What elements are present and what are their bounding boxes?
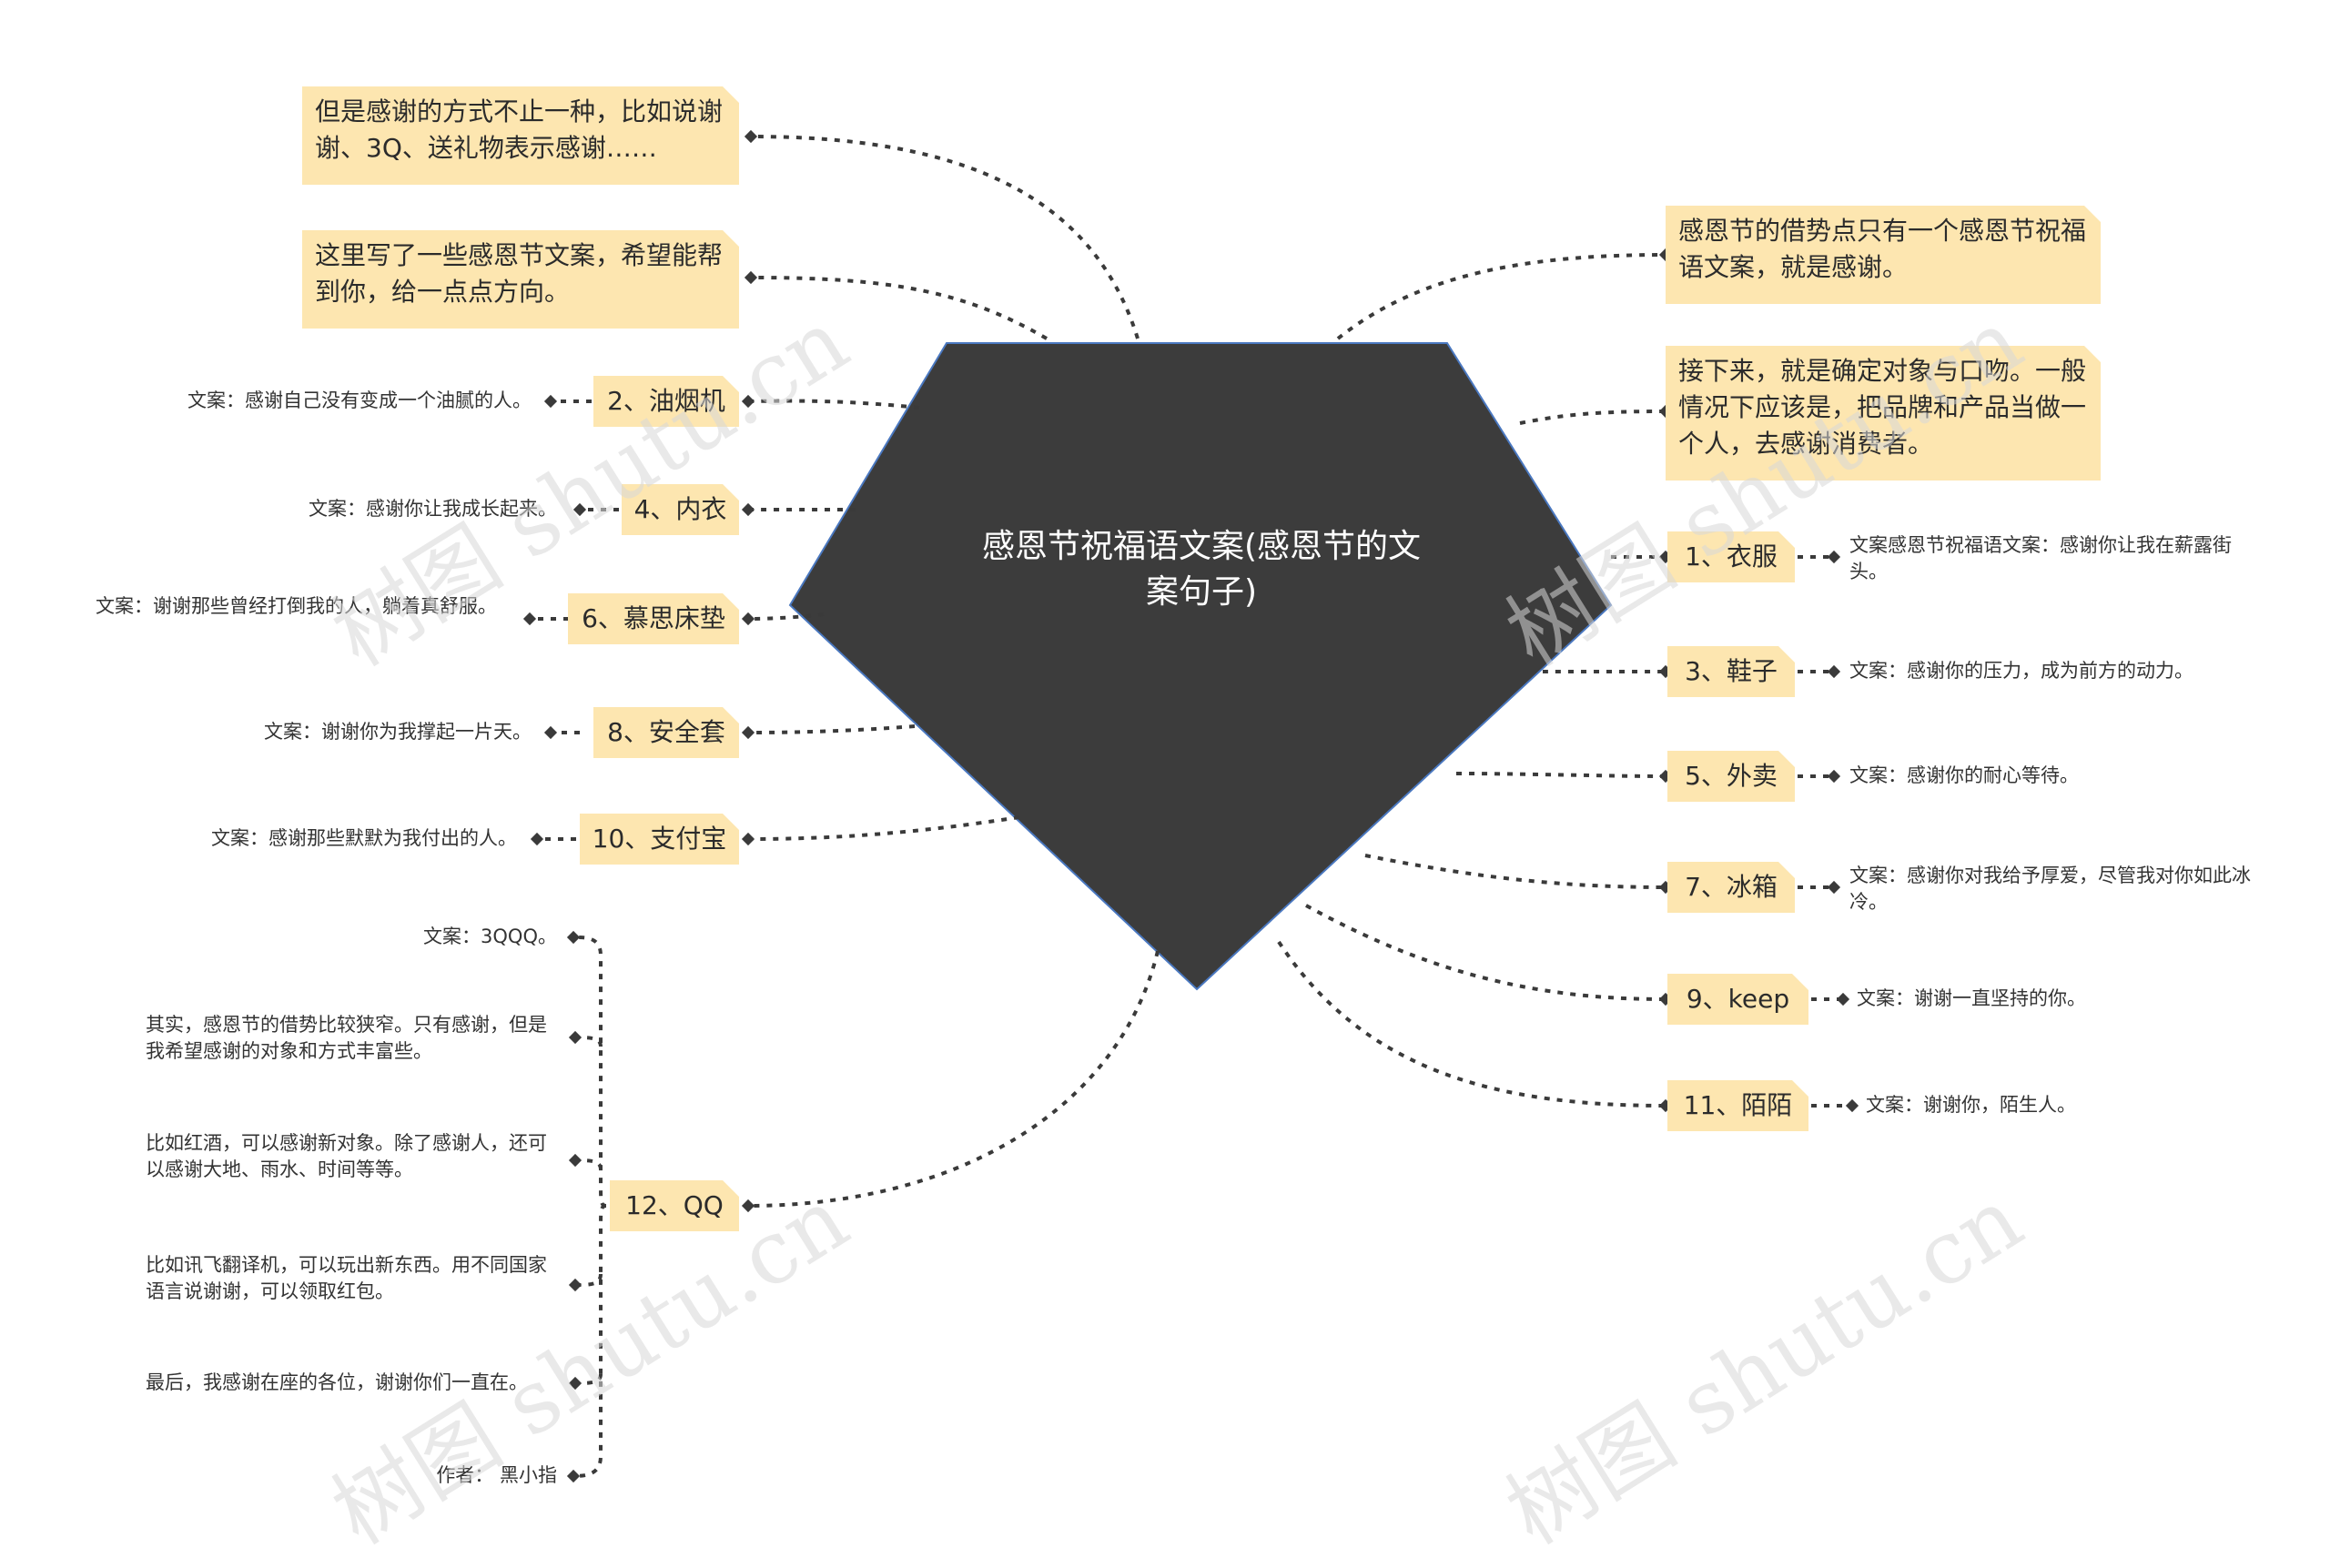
leaf-item-3: 文案：感谢你的压力，成为前方的动力。 [1849, 660, 2193, 682]
dot [566, 1469, 581, 1483]
node-item-2[interactable]: 2、油烟机 [593, 376, 739, 427]
dot [741, 1199, 755, 1213]
center-node-title[interactable]: 感恩节祝福语文案(感恩节的文案句子) [981, 528, 1422, 611]
left-connectors [530, 135, 1160, 1478]
leaf-item-11: 文案：谢谢你，陌生人。 [1866, 1094, 2076, 1116]
dot [744, 129, 758, 144]
left-note-1[interactable]: 但是感谢的方式不止一种，比如说谢谢、3Q、送礼物表示感谢…… [302, 86, 739, 185]
node-item-5[interactable]: 5、外卖 [1667, 751, 1795, 802]
leaf-item-6: 文案：谢谢那些曾经打倒我的人，躺着真舒服。 [96, 595, 497, 617]
connector-item-11 [1277, 940, 1666, 1108]
qq-leaf-2: 其实，感恩节的借势比较狭窄。只有感谢，但是我希望感谢的对象和方式丰富些。 [146, 1014, 547, 1062]
dot [1827, 769, 1841, 784]
connector-item-6 [747, 612, 825, 621]
qq-leaf-1: 文案：3QQQ。 [423, 926, 557, 947]
leaf-item-8: 文案：谢谢你为我撑起一片天。 [264, 721, 532, 743]
dot [741, 832, 755, 846]
leaf-item-7: 文案：感谢你对我给予厚爱，尽管我对你如此冰冷。 [1849, 865, 2251, 913]
node-item-4[interactable]: 4、内衣 [622, 484, 739, 535]
center-node-shape[interactable] [788, 342, 1613, 991]
node-item-3[interactable]: 3、鞋子 [1667, 646, 1795, 697]
dot [744, 270, 758, 285]
right-note-1[interactable]: 感恩节的借势点只有一个感恩节祝福语文案，就是感谢。 [1666, 206, 2101, 304]
node-item-8[interactable]: 8、安全套 [593, 707, 739, 758]
node-item-10[interactable]: 10、支付宝 [580, 814, 739, 865]
dot [1827, 880, 1841, 895]
dot [1836, 992, 1850, 1007]
right-note-2[interactable]: 接下来，就是确定对象与口吻。一般情况下应该是，把品牌和产品当做一个人，去感谢消费… [1666, 346, 2101, 481]
dot [566, 930, 581, 945]
leaf-item-10: 文案：感谢那些默默为我付出的人。 [211, 827, 517, 849]
node-item-9[interactable]: 9、keep [1667, 974, 1808, 1025]
connector-L2 [750, 276, 1048, 340]
connector-item-9 [1305, 904, 1666, 1001]
qq-leaf-5: 最后，我感谢在座的各位，谢谢你们一直在。 [146, 1371, 528, 1393]
node-item-6[interactable]: 6、慕思床垫 [568, 593, 739, 644]
connector-item-8 [747, 724, 916, 734]
dot [572, 502, 587, 517]
leaf-item-1: 文案感恩节祝福语文案：感谢你让我在薪露街头。 [1849, 534, 2232, 582]
connector-qq-trunk [572, 936, 607, 1208]
dot [568, 1153, 582, 1168]
connector-qq [747, 950, 1160, 1208]
left-note-2[interactable]: 这里写了一些感恩节文案，希望能帮到你，给一点点方向。 [302, 230, 739, 329]
dot [568, 1376, 582, 1391]
dot [1827, 550, 1841, 564]
connector-item-5 [1455, 772, 1666, 778]
qq-leaf-6: 作者： 黑小指 [436, 1464, 557, 1486]
qq-leaf-4: 比如讯飞翻译机，可以玩出新东西。用不同国家语言说谢谢，可以领取红包。 [146, 1254, 547, 1302]
dot [741, 612, 755, 626]
leaf-item-4: 文案：感谢你让我成长起来。 [309, 498, 557, 520]
leaf-item-2: 文案：感谢自己没有变成一个油腻的人。 [187, 389, 532, 411]
dot [568, 1030, 582, 1045]
node-item-12-qq[interactable]: 12、QQ [610, 1180, 739, 1231]
connector-item-2 [747, 399, 920, 410]
dot [543, 725, 558, 740]
dot [530, 832, 544, 846]
connector-L1 [750, 135, 1140, 339]
dot [522, 612, 537, 626]
dot [1827, 664, 1841, 679]
leaf-item-5: 文案：感谢你的耐心等待。 [1849, 764, 2079, 786]
connector-item-10 [747, 815, 1020, 841]
dot [568, 1278, 582, 1292]
dot [741, 725, 755, 740]
dot [1845, 1098, 1859, 1113]
connector-R1 [1336, 253, 1666, 340]
dot [741, 394, 755, 409]
node-item-7[interactable]: 7、冰箱 [1667, 862, 1795, 913]
dot [741, 502, 755, 517]
connector-qq-trunk-b [572, 1204, 607, 1478]
leaf-item-9: 文案：谢谢一直坚持的你。 [1857, 987, 2086, 1009]
connector-R2 [1519, 410, 1666, 425]
node-item-1[interactable]: 1、衣服 [1667, 531, 1795, 582]
connector-item-7 [1364, 854, 1666, 889]
node-item-11[interactable]: 11、陌陌 [1667, 1080, 1808, 1131]
qq-leaf-3: 比如红酒，可以感谢新对象。除了感谢人，还可以感谢大地、雨水、时间等等。 [146, 1132, 547, 1180]
dot [543, 394, 558, 409]
